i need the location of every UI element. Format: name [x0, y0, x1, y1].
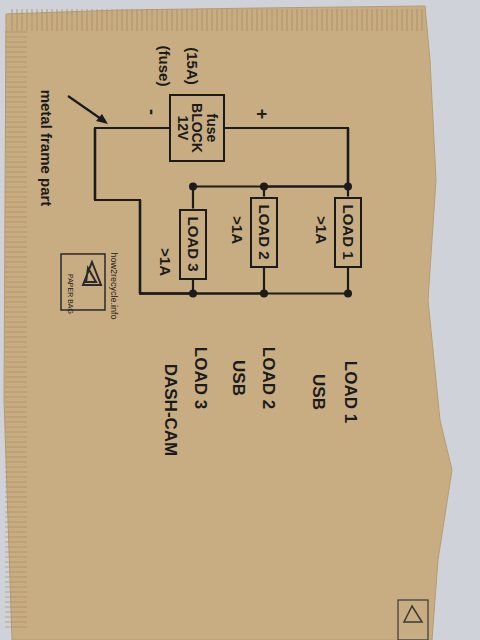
recycle-symbol	[83, 262, 101, 285]
note-label: >1A	[157, 248, 173, 276]
note-label: PAPER BAG	[66, 274, 73, 314]
paper-sheet	[4, 6, 452, 640]
note-label: +	[253, 109, 272, 120]
leader-arrow	[68, 96, 104, 121]
load-box: LOAD 2	[250, 197, 278, 268]
node-text: fuse BLOCK 12V	[175, 102, 219, 154]
wire	[95, 128, 264, 294]
junction-dot	[189, 183, 197, 191]
junction-dot	[344, 183, 352, 191]
wire	[95, 128, 348, 294]
note-label: LOAD 1	[341, 361, 359, 423]
note-label: metal frame part	[38, 90, 54, 207]
node-text: LOAD 2	[256, 204, 272, 259]
note-label: LOAD 3	[191, 347, 209, 409]
recycle-symbol	[404, 606, 422, 622]
junction-dot	[189, 290, 197, 298]
note-label: DASH-CAM	[161, 364, 179, 457]
junction-dot	[260, 290, 268, 298]
crimped-edge	[8, 9, 426, 31]
load-box: LOAD 3	[179, 209, 207, 280]
corner-logo	[398, 600, 428, 640]
node-text: LOAD 3	[185, 216, 201, 271]
note-label: LOAD 2	[259, 347, 277, 409]
arrow-head	[96, 114, 108, 124]
note-label: (15A)	[184, 47, 200, 85]
note-label: USB	[229, 360, 247, 396]
node-text: LOAD 1	[340, 204, 356, 259]
junction-dot	[344, 290, 352, 298]
note-label: >1A	[313, 216, 329, 244]
junction-dot	[260, 183, 268, 191]
fuse-block-box: fuse BLOCK 12V	[169, 94, 225, 162]
note-label: how2recycle.info	[108, 252, 117, 319]
note-label: -	[143, 109, 162, 115]
note-label: USB	[309, 374, 327, 410]
note-label: (fuse)	[156, 46, 172, 87]
note-label: >1A	[229, 216, 245, 244]
load-box: LOAD 1	[334, 197, 362, 268]
crimped-edge	[5, 30, 27, 630]
